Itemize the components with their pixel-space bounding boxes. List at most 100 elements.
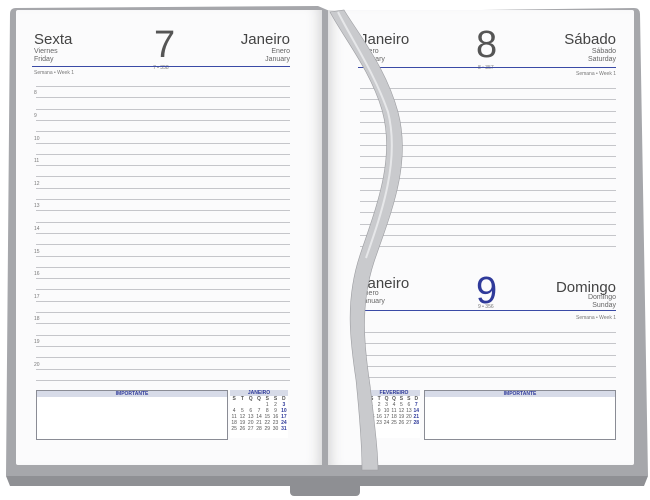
mini-calendar-day: 14 [256, 414, 262, 420]
writing-line [36, 312, 290, 313]
hour-label: 19 [34, 338, 40, 345]
writing-line [36, 187, 290, 189]
writing-line [360, 223, 616, 225]
writing-line [36, 165, 290, 167]
mini-calendar-day: 3 [385, 402, 388, 408]
mini-calendar-day: 23 [272, 420, 279, 426]
mini-calendar-weekday: S [399, 396, 404, 402]
writing-line [360, 343, 616, 345]
right-importante-box: IMPORTANTE [424, 390, 616, 440]
writing-line [36, 131, 290, 133]
mini-calendar-weekday: S [273, 396, 278, 402]
mini-calendar-day: 4 [232, 408, 236, 414]
right-top-weekday-en: Saturday [587, 56, 616, 63]
hour-label: 11 [34, 158, 40, 165]
writing-line [36, 379, 290, 381]
mini-calendar-day: 27 [247, 426, 254, 432]
hour-label: 17 [34, 293, 40, 300]
mini-calendar-day: 21 [413, 414, 420, 420]
writing-line [360, 189, 616, 191]
mini-calendar-day: 2 [274, 402, 277, 408]
writing-line [36, 142, 290, 144]
writing-line [360, 133, 616, 135]
mini-calendar-day: 26 [398, 420, 405, 426]
mini-calendar-day: 1 [265, 402, 269, 408]
left-weekday-en: Friday [34, 56, 54, 63]
mini-calendar-day: 5 [400, 402, 403, 408]
mini-calendar-day: 6 [407, 402, 411, 408]
mini-calendar-day: 13 [247, 414, 254, 420]
writing-line [36, 289, 290, 291]
writing-line [36, 232, 290, 234]
writing-line [36, 221, 290, 223]
right-bottom-month-es: Enero [360, 290, 379, 297]
mini-calendar-day: 12 [398, 408, 405, 414]
right-mini-calendar-month: FEVEREIRO [368, 390, 420, 396]
mini-calendar-day: 13 [406, 408, 412, 414]
writing-line [360, 167, 616, 169]
right-top-header-rule [358, 67, 616, 68]
mini-calendar-weekday: Q [384, 396, 389, 402]
mini-calendar-day: 19 [398, 414, 405, 420]
mini-calendar-weekday: D [414, 396, 419, 402]
right-top-day-number: 8 [476, 24, 498, 66]
writing-line [36, 323, 290, 325]
mini-calendar-day: 31 [281, 426, 287, 432]
mini-calendar-weekday: T [377, 396, 381, 402]
left-mini-calendar-month: JANEIRO [230, 390, 288, 396]
writing-line [360, 88, 616, 89]
writing-line [36, 210, 290, 212]
left-month-pt: Janeiro [240, 31, 290, 48]
mini-calendar-day: 14 [413, 408, 420, 414]
writing-line [360, 155, 616, 157]
mini-calendar-day: 5 [241, 408, 244, 414]
right-bottom-day-sub: 9 • 356 [478, 304, 494, 310]
writing-line [36, 255, 290, 257]
mini-calendar-day: 25 [391, 420, 397, 426]
left-weekday-es: Viernes [34, 48, 58, 55]
mini-calendar-day: 19 [239, 420, 246, 426]
left-day-sub: 7 • 358 [153, 65, 169, 71]
mini-calendar-weekday: S [232, 396, 236, 402]
mini-calendar-day: 3 [282, 402, 286, 408]
right-bottom-month-pt: Janeiro [360, 275, 410, 292]
right-bottom-weekday-pt: Domingo [555, 279, 616, 296]
left-week-label: Semana • Week 1 [34, 70, 75, 76]
writing-line [360, 201, 616, 202]
mini-calendar-weekday: Q [392, 396, 396, 402]
right-top-weekday-pt: Sábado [564, 31, 616, 48]
mini-calendar-day: 7 [257, 408, 261, 414]
writing-line [36, 278, 290, 280]
hour-label: 13 [34, 203, 40, 210]
writing-line [360, 110, 616, 112]
mini-calendar-day: 11 [391, 408, 397, 414]
mini-calendar-day: 9 [377, 408, 381, 414]
mini-calendar-day: 9 [274, 408, 277, 414]
right-importante-label: IMPORTANTE [425, 391, 615, 397]
writing-line [360, 354, 616, 356]
right-bottom-day-number: 9 [476, 270, 498, 312]
mini-calendar-day: 8 [265, 408, 269, 414]
mini-calendar-day: 30 [272, 426, 279, 432]
mini-calendar-day: 17 [383, 414, 390, 420]
writing-line [360, 144, 616, 146]
mini-calendar-day: 29 [264, 426, 271, 432]
writing-line [36, 357, 290, 359]
mini-calendar-day: 16 [272, 414, 279, 420]
left-header-rule [32, 66, 290, 67]
right-bottom-weekday-es: Domingo [587, 294, 616, 301]
mini-calendar-day: 22 [264, 420, 271, 426]
writing-line [360, 121, 616, 123]
writing-line [360, 332, 616, 333]
writing-line [360, 365, 616, 367]
writing-line [36, 153, 290, 155]
mini-calendar-day: 20 [247, 420, 254, 426]
mini-calendar-day: 28 [413, 420, 420, 426]
right-bottom-month-en: January [360, 298, 385, 305]
writing-line [360, 377, 616, 379]
mini-calendar-day: 27 [406, 420, 412, 426]
writing-line [36, 176, 290, 178]
writing-line [36, 86, 290, 87]
mini-calendar-day: 6 [249, 408, 253, 414]
